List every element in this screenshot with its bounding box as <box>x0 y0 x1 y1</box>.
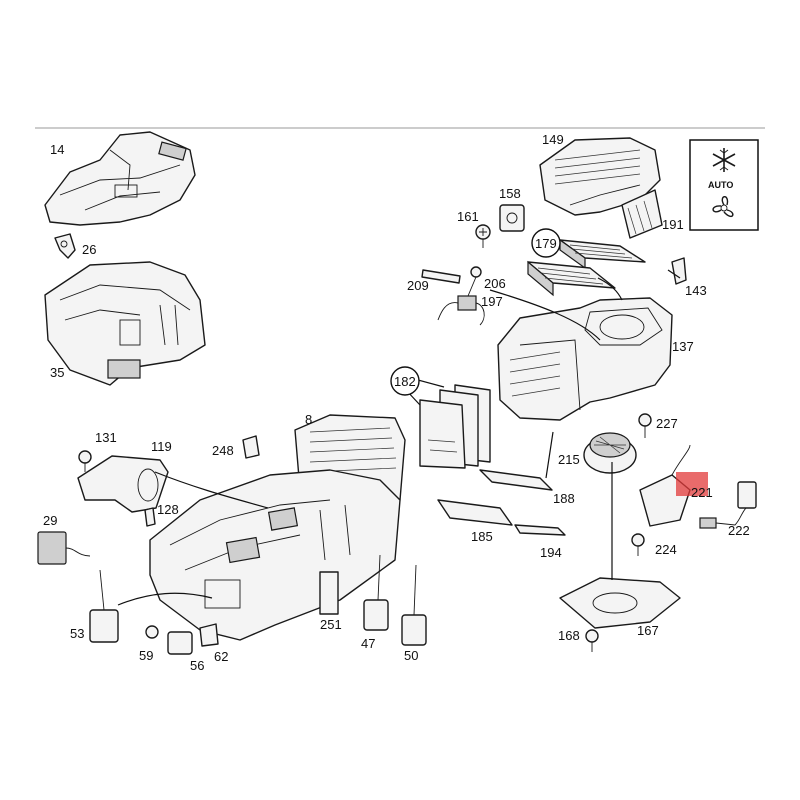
part-14-cover[interactable] <box>44 131 196 226</box>
part-251-element[interactable] <box>319 571 339 615</box>
part-29-switch[interactable] <box>37 531 91 565</box>
callout-251: 251 <box>320 617 342 632</box>
callout-191: 191 <box>662 217 684 232</box>
callout-circle-182 <box>390 366 420 396</box>
part-248-clip[interactable] <box>242 435 260 459</box>
callout-35: 35 <box>50 365 64 380</box>
callout-185: 185 <box>471 529 493 544</box>
part-191-filter[interactable] <box>621 189 663 239</box>
part-221-regulator[interactable] <box>639 444 708 527</box>
callout-circle-179 <box>531 228 561 258</box>
part-131-screw[interactable] <box>78 450 92 472</box>
part-224-screw[interactable] <box>631 533 645 556</box>
part-215-blower-motor[interactable] <box>583 432 637 474</box>
callout-168: 168 <box>558 628 580 643</box>
callout-222: 222 <box>728 523 750 538</box>
part-158-actuator[interactable] <box>499 204 525 232</box>
callout-56: 56 <box>190 658 204 673</box>
part-26-bracket[interactable] <box>54 233 76 259</box>
part-119-duct[interactable] <box>77 455 169 513</box>
callout-167: 167 <box>637 623 659 638</box>
callout-labels: 14 26 35 149 191 158 161 179 143 209 206… <box>43 132 750 673</box>
part-128-clip[interactable] <box>144 507 156 527</box>
callout-227: 227 <box>656 416 678 431</box>
callout-161: 161 <box>457 209 479 224</box>
callout-194: 194 <box>540 545 562 560</box>
part-179-cabin-filters[interactable] <box>527 238 646 297</box>
callout-224: 224 <box>655 542 677 557</box>
part-149-evaporator-cover[interactable] <box>539 137 661 216</box>
callout-197: 197 <box>481 294 503 309</box>
part-59-screw[interactable] <box>145 625 159 639</box>
callout-29: 29 <box>43 513 57 528</box>
callout-215: 215 <box>558 452 580 467</box>
callout-62: 62 <box>214 649 228 664</box>
part-222-connector[interactable] <box>699 481 757 529</box>
auto-symbol-box: AUTO <box>689 139 759 231</box>
highlight-marker <box>676 472 708 496</box>
callout-53: 53 <box>70 626 84 641</box>
part-188-strip[interactable] <box>479 469 553 491</box>
part-194-strip[interactable] <box>514 524 566 536</box>
callout-26: 26 <box>82 242 96 257</box>
callout-221: 221 <box>691 485 713 500</box>
snowflake-icon <box>712 148 736 172</box>
callout-131: 131 <box>95 430 117 445</box>
callout-248: 248 <box>212 443 234 458</box>
callout-209: 209 <box>407 278 429 293</box>
part-47-servo[interactable] <box>363 554 389 631</box>
part-197-harness[interactable] <box>437 266 485 326</box>
auto-label: AUTO <box>708 180 733 190</box>
callout-137: 137 <box>672 339 694 354</box>
callout-47: 47 <box>361 636 375 651</box>
part-185-strip[interactable] <box>437 499 513 526</box>
callout-119: 119 <box>151 439 172 454</box>
part-137-blower-housing[interactable] <box>497 297 673 421</box>
callout-14: 14 <box>50 142 64 157</box>
part-167-cover-plate[interactable] <box>559 577 681 629</box>
callout-143: 143 <box>685 283 707 298</box>
part-161-screw[interactable] <box>475 224 491 248</box>
callout-158: 158 <box>499 186 521 201</box>
part-227-screw[interactable] <box>638 413 652 438</box>
callout-50: 50 <box>404 648 418 663</box>
callout-8: 8 <box>305 412 312 427</box>
part-209-strip[interactable] <box>421 269 461 284</box>
part-143-clip[interactable] <box>671 257 687 285</box>
part-168-screw[interactable] <box>585 629 599 652</box>
part-62-gasket[interactable] <box>199 623 219 647</box>
callout-59: 59 <box>139 648 153 663</box>
leader-lines <box>117 269 681 606</box>
callout-206: 206 <box>484 276 506 291</box>
callout-188: 188 <box>553 491 575 506</box>
part-53-servo[interactable] <box>89 569 119 643</box>
part-35-housing[interactable] <box>44 261 206 386</box>
part-182-filter-frames[interactable] <box>419 384 491 469</box>
part-50-servo[interactable] <box>401 564 427 646</box>
callout-149: 149 <box>542 132 564 147</box>
callout-179: 179 <box>535 236 557 251</box>
part-56-actuator[interactable] <box>167 631 193 655</box>
callout-182: 182 <box>394 374 416 389</box>
fan-icon <box>712 196 734 217</box>
callout-128: 128 <box>157 502 179 517</box>
